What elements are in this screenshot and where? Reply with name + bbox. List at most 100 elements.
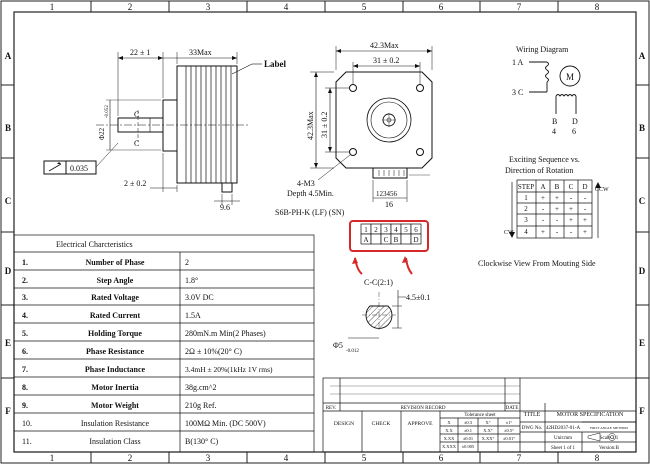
runout-value: 0.035	[70, 164, 88, 173]
pin-box: 1 2 3 4 5 6 A C B D	[349, 220, 429, 275]
title-block: REV. REVISION RECORD DATE DESIGN CHECK A…	[322, 377, 637, 453]
grid-rows: A B C D E F A B C D E F	[1, 51, 649, 416]
row-index: 10.	[22, 419, 32, 428]
tol-cell: ±0.01	[463, 436, 473, 441]
screw-depth: Depth 4.5Min.	[287, 189, 334, 198]
highlight-box	[349, 220, 429, 252]
row-parameter: Number of Phase	[86, 258, 145, 267]
seq-header: C	[569, 183, 574, 191]
pin-number: 5	[404, 226, 408, 234]
dim-connector: 9.6	[220, 203, 230, 212]
dim-shaft-dia-tol: -0.052	[105, 105, 110, 118]
row-index: 11.	[22, 437, 32, 446]
row-parameter: Motor Weight	[91, 401, 139, 410]
tb-date: DATE	[506, 406, 519, 411]
screw-callout: 4-M3	[297, 179, 315, 188]
tb-title-label: TITLE	[524, 412, 541, 418]
grid-row-label: B	[5, 123, 11, 133]
tol-cell: X.XX	[444, 436, 456, 441]
seq-cell: +	[555, 194, 559, 202]
pin-number: 2	[374, 226, 378, 234]
grid-col-label: 7	[517, 2, 522, 12]
dim-width: 42.3Max	[370, 41, 399, 50]
connector-part: S6B-PH-K (LF) (SN)	[275, 208, 345, 217]
tb-title-value: MOTOR SPECIFICATION	[557, 412, 624, 418]
sequence-subtitle: Direction of Rotation	[505, 166, 573, 175]
dim-height: 42.3Max	[306, 111, 315, 140]
seq-cell: -	[556, 216, 559, 224]
row-parameter: Phase Inductance	[85, 365, 146, 374]
tb-unit: Unit:mm	[554, 436, 572, 441]
tol-cell: ±1°	[506, 420, 513, 425]
cw-label: CW	[504, 230, 514, 236]
seq-cell: 1	[524, 194, 528, 202]
row-parameter: Rated Current	[90, 311, 141, 320]
seq-header: STEP	[518, 183, 534, 191]
electrical-title: Electrical Charcteristics	[56, 240, 133, 249]
seq-cell: -	[556, 228, 559, 236]
section-view	[348, 290, 406, 339]
pin-number: 4	[394, 226, 398, 234]
grid-col-label: 5	[362, 2, 367, 12]
seq-header: D	[582, 183, 587, 191]
grid-col-label: 8	[595, 2, 600, 12]
tol-cell: ±0.005	[462, 444, 475, 449]
seq-cell: +	[541, 228, 545, 236]
tb-dwg-value: 42HD2037-01-A	[546, 426, 581, 431]
seq-header: A	[540, 183, 545, 191]
seq-cell: 2	[524, 205, 528, 213]
row-parameter: Rated Voltage	[91, 293, 139, 302]
tb-version: Version:B	[599, 446, 620, 451]
grid-row-label: A	[639, 51, 646, 61]
tb-design: DESIGN	[334, 421, 354, 427]
grid-col-label: 2	[128, 2, 133, 12]
seq-cell: 3	[524, 216, 528, 224]
dim-shaft-section-dia: Φ5	[333, 341, 343, 350]
seq-cell: +	[583, 216, 587, 224]
wire-label: B	[552, 117, 557, 126]
row-parameter: Step Angle	[97, 276, 134, 285]
dim-flat: 4.5±0.1	[406, 293, 430, 302]
grid-col-label: 4	[284, 2, 289, 12]
wire-label: 1 A	[512, 58, 524, 67]
wire-label: D	[572, 117, 578, 126]
grid-col-label: 1	[50, 453, 55, 463]
tol-cell: ±0.1	[464, 428, 472, 433]
grid-row-label: F	[639, 406, 645, 416]
pin-signal: C	[384, 236, 389, 244]
electrical-table: Electrical Charcteristics 1. Number of P…	[13, 234, 315, 453]
row-value: 2	[185, 258, 189, 267]
section-mark: C	[134, 139, 139, 148]
dim-shaft-dia: Φ22	[98, 127, 106, 140]
row-index: 1.	[22, 258, 28, 267]
grid-col-label: 4	[284, 453, 289, 463]
pin-signal: B	[394, 236, 399, 244]
grid-col-label: 3	[206, 2, 211, 12]
row-index: 4.	[22, 311, 28, 320]
tb-rev: REV.	[326, 406, 337, 411]
tb-tolerance-sheet: Tolerance sheet	[464, 413, 496, 418]
label-callout: Label	[264, 59, 287, 69]
connector-width: 16	[385, 200, 393, 209]
seq-cell: -	[584, 194, 587, 202]
pin-number: 1	[364, 226, 368, 234]
grid-row-label: D	[5, 266, 12, 276]
seq-cell: 4	[524, 228, 528, 236]
wiring-title: Wiring Diagram	[516, 45, 569, 54]
pin-number: 6	[414, 226, 418, 234]
ccw-label: CCW	[595, 187, 609, 193]
row-parameter: Insulation Resistance	[81, 419, 150, 428]
grid-row-label: C	[639, 196, 646, 206]
row-parameter: Phase Resistance	[86, 347, 144, 356]
row-value: 2Ω ± 10%(20° C)	[185, 347, 242, 356]
projection-symbol-icon	[587, 432, 616, 442]
tb-scale: Scale 1:1	[600, 436, 619, 441]
grid-row-label: C	[5, 196, 12, 206]
seq-header: B	[555, 183, 560, 191]
grid-col-label: 6	[439, 453, 444, 463]
section-title: C-C(2:1)	[364, 278, 393, 287]
seq-cell: -	[542, 216, 545, 224]
wire-label: 6	[572, 127, 576, 136]
grid-row-label: D	[639, 266, 646, 276]
